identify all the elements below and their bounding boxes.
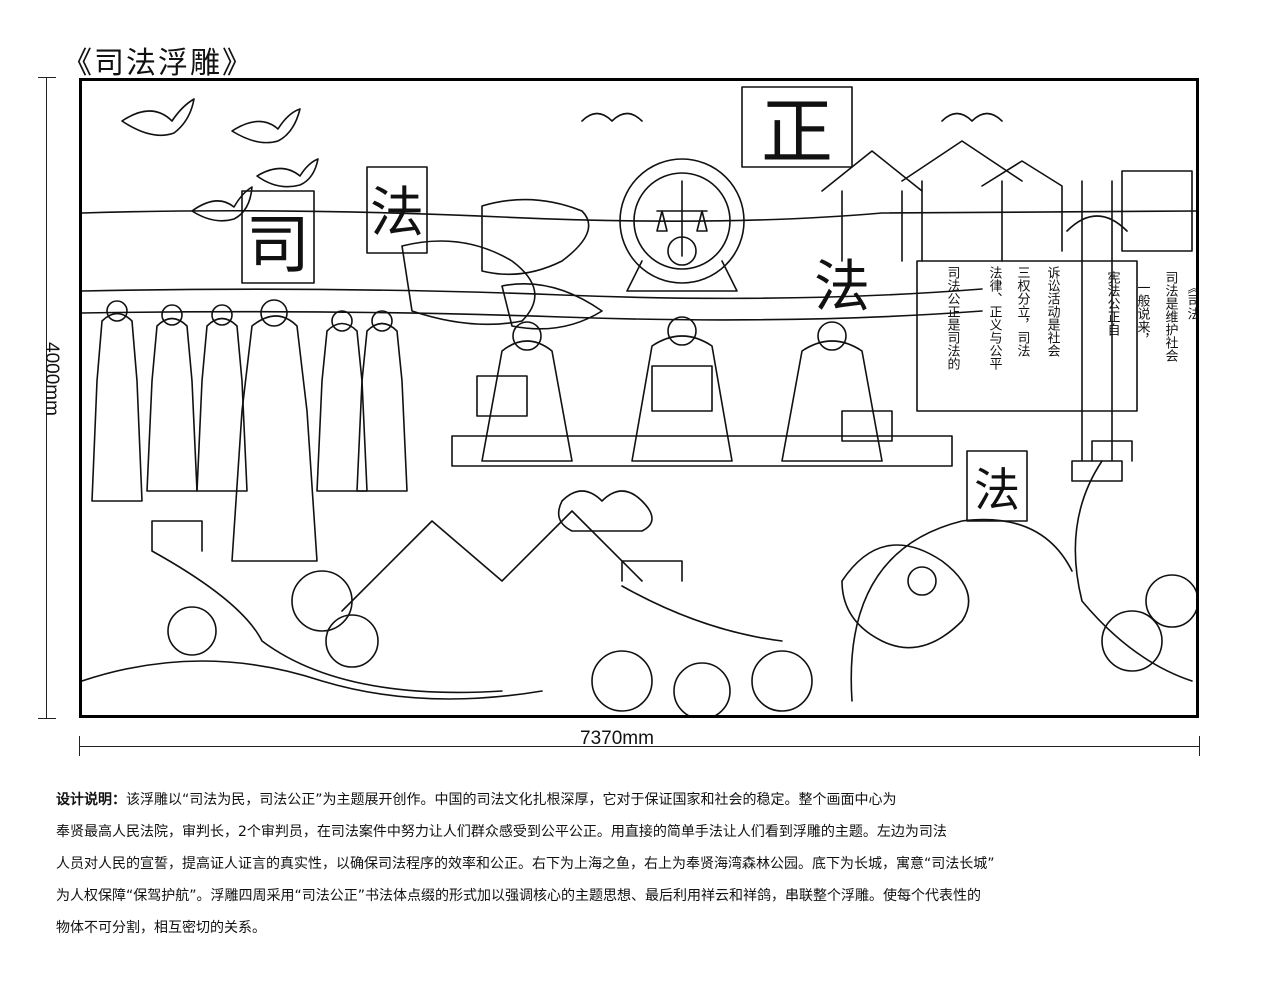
building-outline <box>901 140 1023 262</box>
drawing-title: 《司法浮雕》 <box>62 46 254 81</box>
description-label: 设计说明： <box>56 792 126 808</box>
dimension-tick <box>38 718 56 719</box>
description-line: 物体不可分割，相互密切的关系。 <box>56 920 266 936</box>
relief-line-drawing: 正 司 法 法 《司法 司法是维护社会 一般说来， 宪法公正自 诉讼活动 <box>82 86 1197 715</box>
court-emblem-icon <box>619 158 745 284</box>
zheng-plaque <box>741 86 853 168</box>
svg-text:司法是维护社会: 司法是维护社会 <box>1163 271 1179 362</box>
river-line <box>82 660 543 700</box>
great-wall <box>621 560 783 642</box>
description-line: 奉贤最高人民法院，审判长，2个审判员，在司法案件中努力让人们群众感受到公平公正。… <box>56 824 947 840</box>
auspicious-cloud-icon <box>557 112 1003 532</box>
description-line: 设计说明：该浮雕以“司法为民，司法公正”为主题展开创作。中国的司法文化扎根深厚，… <box>56 792 897 808</box>
building-outline <box>1121 170 1193 252</box>
shanghai-fish-icon <box>841 544 970 649</box>
svg-text:诉讼活动是社会: 诉讼活动是社会 <box>1045 266 1061 357</box>
width-dimension-line <box>80 746 1200 747</box>
tree-cluster <box>167 570 1196 715</box>
dimension-tick <box>38 77 56 78</box>
dove-icon <box>121 98 319 222</box>
fa-plaque <box>366 166 428 254</box>
band-line <box>82 288 983 300</box>
height-dimension-line <box>46 78 47 718</box>
width-dimension-label: 7370mm <box>580 728 654 749</box>
character-fa-seal: 法 <box>974 463 1020 517</box>
character-si: 司 <box>246 209 310 283</box>
description-line: 为人权保障“保驾护航”。浮雕四周采用“司法公正”书法体点缀的形式加以强调核心的主… <box>56 888 982 904</box>
flag-shape <box>401 240 536 326</box>
svg-text:《司法: 《司法 <box>1185 281 1197 320</box>
character-fa: 法 <box>370 181 424 244</box>
svg-text:司法公正是司法的: 司法公正是司法的 <box>945 266 961 370</box>
building-outline <box>821 150 923 262</box>
design-description: 设计说明：该浮雕以“司法为民，司法公正”为主题展开创作。中国的司法文化扎根深厚，… <box>56 784 1216 944</box>
text-scroll <box>916 260 1138 412</box>
great-wall <box>1074 440 1193 682</box>
svg-text:一般说来，: 一般说来， <box>1135 281 1151 346</box>
band-line <box>82 209 1196 222</box>
svg-text:三权分立，司法: 三权分立，司法 <box>1015 266 1031 357</box>
character-fa-calligraphy: 法 <box>814 255 870 320</box>
judge-figures <box>451 316 953 467</box>
mountain-range <box>341 510 643 612</box>
svg-text:法律、正义与公平: 法律、正义与公平 <box>987 266 1003 370</box>
flag-shape <box>501 283 603 330</box>
relief-artwork: 正 司 法 法 《司法 司法是维护社会 一般说来， 宪法公正自 诉讼活动 <box>79 78 1199 718</box>
si-plaque <box>241 190 315 284</box>
fa-seal <box>966 450 1028 522</box>
oath-figures <box>91 299 408 562</box>
character-zheng: 正 <box>761 90 833 174</box>
great-wall <box>151 520 503 694</box>
scroll-text: 《司法 司法是维护社会 一般说来， 宪法公正自 诉讼活动是社会 三权分立，司法 … <box>945 266 1197 370</box>
building-outline <box>981 160 1063 252</box>
dimension-tick <box>1199 736 1200 756</box>
huabiao-pillar <box>1066 180 1128 482</box>
flag-shape <box>481 198 590 276</box>
description-line: 人员对人民的宣誓，提高证人证言的真实性，以确保司法程序的效率和公正。右下为上海之… <box>56 856 995 872</box>
band-line <box>82 310 983 321</box>
dimension-tick <box>79 736 80 756</box>
fish-arch <box>850 518 1073 702</box>
height-dimension-label: 4000mm <box>41 342 62 416</box>
judge-bench <box>451 435 953 467</box>
